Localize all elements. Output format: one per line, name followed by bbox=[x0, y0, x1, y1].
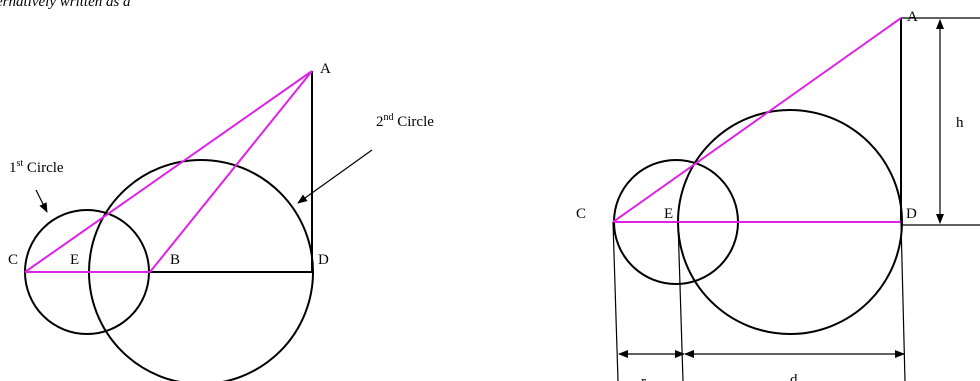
left-second-circle bbox=[88, 159, 314, 381]
left-line-ba bbox=[149, 70, 313, 273]
right-label-c: C bbox=[576, 206, 586, 222]
left-label-b: B bbox=[170, 252, 180, 268]
right-line-ca bbox=[612, 17, 902, 223]
left-label-d: D bbox=[318, 252, 329, 268]
left-second-circle-label: 2nd Circle bbox=[376, 112, 434, 130]
right-label-h: h bbox=[956, 115, 964, 131]
right-label-e: E bbox=[664, 206, 673, 222]
right-label-a: A bbox=[907, 9, 918, 25]
left-label-e: E bbox=[70, 252, 79, 268]
left-label-c: C bbox=[8, 252, 18, 268]
right-extension-c bbox=[612, 221, 619, 381]
right-label-r: r bbox=[641, 374, 646, 381]
right-extension-d bbox=[900, 221, 906, 381]
left-second-circle-pointer bbox=[297, 149, 373, 204]
left-first-circle-pointer bbox=[35, 189, 48, 213]
caption-fragment: ernatively written as a bbox=[0, 0, 131, 10]
left-line-ca bbox=[24, 70, 313, 273]
left-label-a: A bbox=[320, 61, 331, 77]
left-first-circle-label: 1st Circle bbox=[9, 158, 64, 176]
right-label-d: D bbox=[906, 206, 917, 222]
right-label-d-dimension: d bbox=[790, 372, 798, 381]
left-figure: A B C D E 1st Circle 2nd Circle bbox=[8, 61, 434, 381]
right-figure: A C D E h r d bbox=[576, 9, 980, 381]
